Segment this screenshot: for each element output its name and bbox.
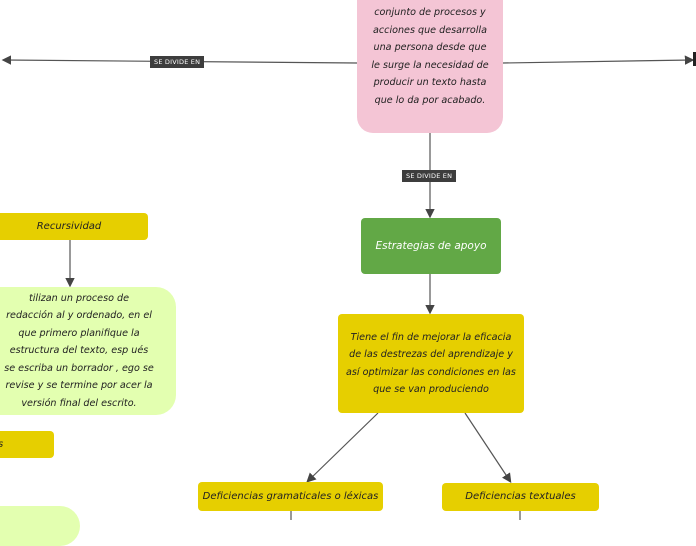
textual-node[interactable]: Deficiencias textuales bbox=[442, 483, 599, 511]
root-node[interactable]: conjunto de procesos y acciones que desa… bbox=[357, 0, 503, 133]
link-label-left: SE DIVIDE EN bbox=[150, 56, 205, 68]
connector-desc-grammar bbox=[306, 412, 379, 483]
recursivity-node-text: Recursividad bbox=[36, 220, 102, 232]
recursivity-node[interactable]: Recursividad bbox=[0, 213, 148, 240]
link-label-down: SE DIVIDE EN bbox=[402, 170, 457, 182]
recursivity-desc-text: tilizan un proceso de redacción al y ord… bbox=[4, 292, 154, 409]
grammar-node[interactable]: Deficiencias gramaticales o léxicas bbox=[198, 482, 383, 511]
partial-left-node-text: s bbox=[0, 436, 3, 454]
recursivity-desc-node[interactable]: tilizan un proceso de redacción al y ord… bbox=[0, 287, 176, 415]
strategies-desc-text: Tiene el fin de mejorar la eficacia de l… bbox=[346, 331, 516, 396]
right-edge-node bbox=[693, 52, 696, 66]
strategies-desc-node[interactable]: Tiene el fin de mejorar la eficacia de l… bbox=[338, 314, 524, 413]
partial-left-bottom-node[interactable] bbox=[0, 506, 80, 546]
connector-lines bbox=[1, 52, 696, 520]
textual-node-text: Deficiencias textuales bbox=[465, 491, 576, 502]
connector-root-right bbox=[502, 55, 695, 65]
strategies-node-text: Estrategias de apoyo bbox=[375, 240, 487, 252]
connector-desc-textual bbox=[464, 412, 512, 484]
root-node-text: conjunto de procesos y acciones que desa… bbox=[371, 7, 489, 106]
strategies-node[interactable]: Estrategias de apoyo bbox=[361, 218, 501, 274]
partial-left-node[interactable]: s bbox=[0, 431, 54, 458]
grammar-node-text: Deficiencias gramaticales o léxicas bbox=[202, 490, 379, 502]
